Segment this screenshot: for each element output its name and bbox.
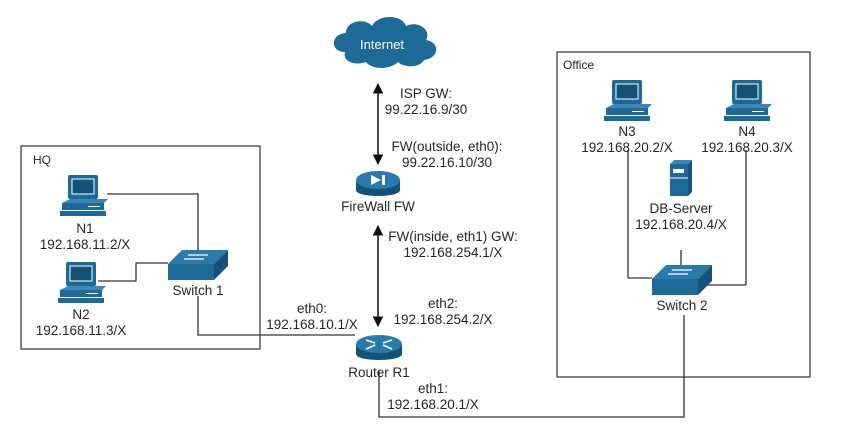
n1-name: N1 <box>76 221 94 236</box>
n1-label: N1 192.168.11.2/X <box>30 221 140 253</box>
db-server-name: DB-Server <box>649 201 713 216</box>
hq-zone-border <box>20 145 261 350</box>
cloud-icon <box>333 17 437 68</box>
n2-label: N2 192.168.11.3/X <box>26 307 136 339</box>
fw-inside-title: FW(inside, eth1) GW: <box>388 229 518 244</box>
office-zone-title: Office <box>563 58 595 72</box>
n4-workstation-icon <box>723 79 773 122</box>
isp-gw-ip: 99.22.16.9/30 <box>384 102 468 117</box>
n2-workstation-icon <box>57 261 107 304</box>
firewall-icon <box>356 171 400 196</box>
switch2-label: Switch 2 <box>656 298 708 313</box>
fw-outside-title: FW(outside, eth0): <box>391 139 503 154</box>
router-icon <box>356 335 402 360</box>
n3-name: N3 <box>618 124 636 139</box>
firewall-label: FireWall FW <box>341 199 415 214</box>
n3-ip: 192.168.20.2/X <box>581 140 673 155</box>
n1-ip: 192.168.11.2/X <box>39 237 131 252</box>
r1-eth0-label: eth0: 192.168.10.1/X <box>262 301 362 333</box>
r1-eth0-ip: 192.168.10.1/X <box>266 317 358 332</box>
r1-eth1-title: eth1: <box>417 381 449 396</box>
server-icon <box>670 160 692 196</box>
switch1-label: Switch 1 <box>172 283 224 298</box>
link-n1-switch1 <box>107 193 199 250</box>
db-server-ip: 192.168.20.4/X <box>635 217 727 232</box>
n4-ip: 192.168.20.3/X <box>701 140 793 155</box>
isp-gw-title: ISP GW: <box>399 86 453 101</box>
n4-label: N4 192.168.20.3/X <box>692 124 802 156</box>
db-server-label: DB-Server 192.168.20.4/X <box>626 201 736 233</box>
hq-zone-title: HQ <box>33 153 51 167</box>
n4-name: N4 <box>738 124 756 139</box>
link-n2-switch1 <box>98 262 168 282</box>
isp-gw-label: ISP GW: 99.22.16.9/30 <box>378 86 474 118</box>
n3-workstation-icon <box>603 79 653 122</box>
n3-label: N3 192.168.20.2/X <box>572 124 682 156</box>
switch2-icon <box>651 264 713 296</box>
fw-outside-label: FW(outside, eth0): 99.22.16.10/30 <box>382 139 512 171</box>
fw-inside-ip: 192.168.254.1/X <box>403 245 503 260</box>
r1-eth0-title: eth0: <box>296 301 328 316</box>
r1-eth1-ip: 192.168.20.1/X <box>387 397 479 412</box>
fw-outside-ip: 99.22.16.10/30 <box>401 155 493 170</box>
r1-eth2-title: eth2: <box>427 296 459 311</box>
router-label: Router R1 <box>348 365 410 380</box>
r1-eth1-label: eth1: 192.168.20.1/X <box>385 381 481 413</box>
n2-name: N2 <box>72 307 90 322</box>
internet-label: Internet <box>359 37 405 52</box>
link-router-switch2 <box>378 315 685 418</box>
link-switch1-router <box>197 296 355 336</box>
r1-eth2-label: eth2: 192.168.254.2/X <box>390 296 496 328</box>
r1-eth2-ip: 192.168.254.2/X <box>393 312 493 327</box>
fw-inside-label: FW(inside, eth1) GW: 192.168.254.1/X <box>384 229 522 261</box>
n1-workstation-icon <box>59 174 109 217</box>
switch1-icon <box>167 249 229 281</box>
n2-ip: 192.168.11.3/X <box>35 323 127 338</box>
